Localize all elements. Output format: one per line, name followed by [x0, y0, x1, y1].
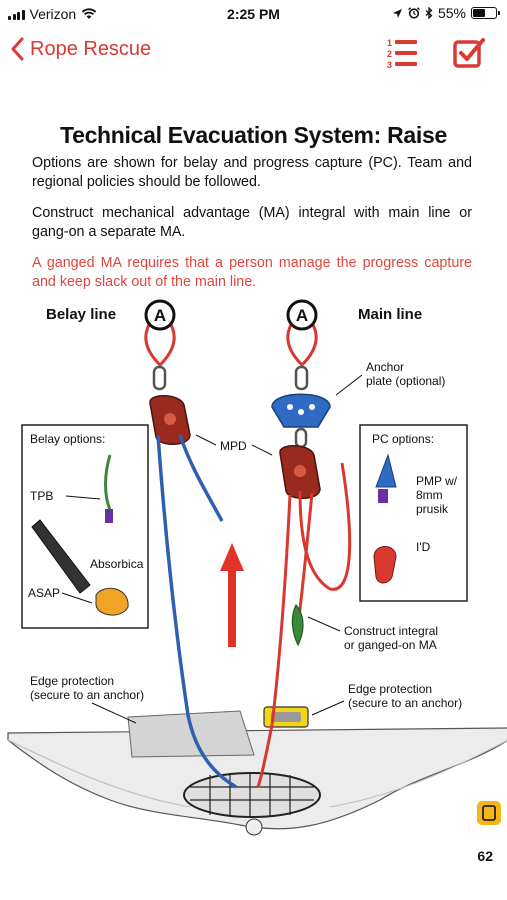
warning-paragraph: A ganged MA requires that a person manag… — [32, 255, 472, 290]
raise-arrow — [220, 543, 244, 647]
edge-left-label-1: Edge protection — [30, 674, 114, 688]
wifi-icon — [81, 8, 97, 19]
belay-options-title: Belay options: — [30, 432, 105, 446]
alarm-clock-icon — [408, 7, 420, 19]
checklist-icon[interactable] — [452, 36, 486, 70]
raise-system-diagram: A A Belay line Main line Anchor plate (o… — [7, 299, 507, 836]
battery-percent: 55% — [437, 5, 466, 21]
carrier-label: Verizon — [29, 6, 77, 22]
ma-paragraph: Construct mechanical advantage (MA) inte… — [32, 205, 472, 240]
status-right: 55% — [392, 5, 500, 21]
signal-bars-icon — [8, 9, 25, 20]
pmp-device — [375, 453, 397, 488]
chevron-left-icon — [11, 37, 24, 61]
belay-anchor-symbol: A — [154, 306, 166, 325]
svg-text:3: 3 — [387, 60, 392, 70]
belay-option-absorbica: Absorbica — [90, 557, 144, 571]
location-arrow-icon — [392, 8, 402, 18]
svg-text:2: 2 — [387, 49, 392, 59]
belay-option-tpb: TPB — [30, 489, 53, 503]
mpd-label: MPD — [220, 439, 247, 453]
status-left: Verizon — [8, 6, 97, 22]
page-number: 62 — [477, 848, 493, 864]
pc-option-pmp: PMP w/ — [416, 474, 458, 488]
belay-anchor: A — [144, 299, 176, 368]
edge-right-label-2: (secure to an anchor) — [348, 696, 462, 710]
bluetooth-icon — [425, 7, 433, 19]
asap-device — [95, 587, 129, 616]
construct-label-2: or ganged-on MA — [344, 638, 437, 652]
litter — [183, 772, 321, 836]
edge-pad-left — [127, 710, 255, 758]
battery-fill — [473, 9, 485, 17]
edge-left-label-2: (secure to an anchor) — [30, 688, 144, 702]
construct-label-1: Construct integral — [344, 624, 438, 638]
back-label: Rope Rescue — [30, 37, 152, 60]
belay-line-label: Belay line — [46, 306, 116, 323]
numbered-list-icon[interactable]: 1 2 3 — [386, 36, 420, 70]
battery-icon — [471, 7, 500, 19]
pc-options-title: PC options: — [372, 432, 434, 446]
svg-text:1: 1 — [387, 38, 392, 48]
main-rope — [256, 494, 292, 788]
pc-options-panel: PC options: PMP w/ 8mm prusik I'D — [359, 424, 468, 602]
pc-option-8mm: 8mm — [416, 488, 443, 502]
belay-rope — [156, 434, 237, 789]
id-device — [373, 546, 397, 584]
absorbica-device — [31, 519, 91, 594]
main-anchor-symbol: A — [296, 306, 308, 325]
belay-options-panel: Belay options: TPB Absorbica ASAP — [21, 424, 149, 629]
pc-option-prusik: prusik — [416, 502, 449, 516]
belay-option-asap: ASAP — [28, 586, 60, 600]
status-time: 2:25 PM — [227, 6, 280, 22]
back-button[interactable]: Rope Rescue — [10, 36, 151, 62]
status-bar: Verizon 2:25 PM 55% — [0, 0, 507, 30]
nav-bar: Rope Rescue 1 2 3 — [0, 30, 507, 78]
ma-prusik — [291, 603, 304, 647]
bookmark-icon[interactable] — [476, 800, 502, 826]
page-title: Technical Evacuation System: Raise — [60, 122, 447, 148]
edge-right-label-1: Edge protection — [348, 682, 432, 696]
anchor-plate-label-1: Anchor — [366, 360, 404, 374]
intro-paragraph: Options are shown for belay and progress… — [32, 155, 472, 190]
pc-option-id: I'D — [416, 540, 431, 554]
main-anchor: A — [286, 299, 318, 368]
main-line-label: Main line — [358, 306, 422, 323]
anchor-plate-label-2: plate (optional) — [366, 374, 445, 388]
